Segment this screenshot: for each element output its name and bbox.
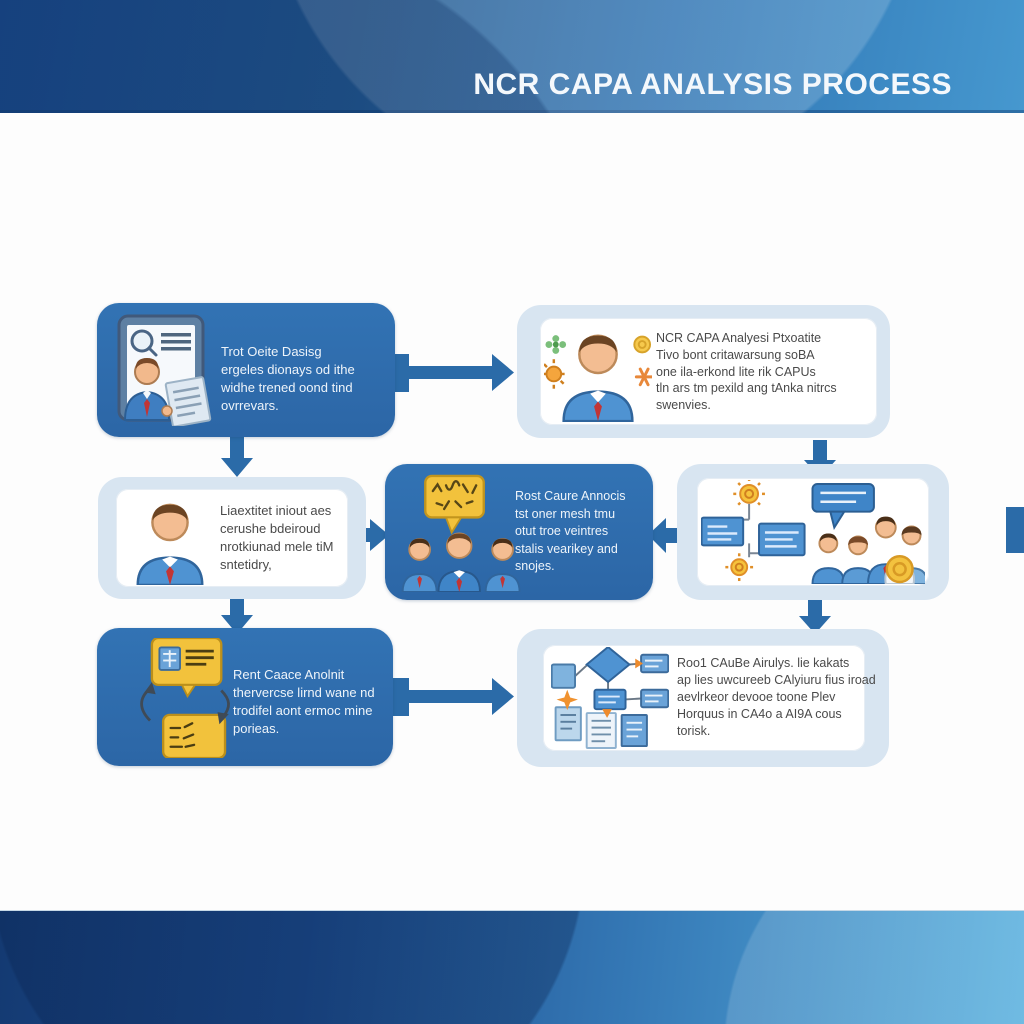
person-icon: [136, 503, 204, 585]
step-7-card: Roo1 CAuBe Airulys. lie kakats ap lies u…: [543, 645, 876, 751]
text-line: torisk.: [677, 724, 711, 738]
text-line: tln ars tm pexild ang tAnka nitrcs: [656, 381, 837, 396]
text-line: Rost Caure Annocis: [515, 489, 626, 503]
flow-step-7: Roo1 CAuBe Airulys. lie kakats ap lies u…: [517, 629, 889, 767]
flow-step-5: [677, 464, 949, 600]
text-line: Tivo bont critawarsung soBA: [656, 347, 815, 362]
flow-step-4: Rost Caure Annocis tst oner mesh tmu otu…: [385, 464, 653, 600]
cycle-cards-icon: [140, 638, 230, 758]
step-7-text: Roo1 CAuBe Airulys. lie kakats ap lies u…: [677, 655, 887, 740]
node-icon: [640, 688, 669, 709]
flow-step-2: NCR CAPA Analyesi Ptxoatite Tivo bont cr…: [517, 305, 890, 438]
page-title: NCR CAPA ANALYSIS PROCESS: [473, 68, 952, 101]
text-line: Horquus in CA4o a AI9A cous: [677, 707, 842, 721]
step-2-card: NCR CAPA Analyesi Ptxoatite Tivo bont cr…: [540, 318, 877, 425]
step-5-card: [697, 478, 929, 586]
orange-arrow-icon: [635, 658, 644, 669]
footer-band: [0, 910, 1024, 1024]
card-icon: [701, 516, 745, 547]
document-icon: [620, 714, 648, 748]
flow-step-3: Liaextitet iniout aes cerushe bdeiroud n…: [98, 477, 366, 599]
node-icon: [640, 653, 669, 674]
person-icon: [484, 538, 521, 592]
sun-icon: [725, 553, 754, 582]
text-line: sntetidry,: [220, 557, 272, 572]
arrow-step1-to-step3: [221, 437, 253, 477]
text-line: Liaextitet iniout aes: [220, 503, 332, 518]
text-line: trodifel aont ermoc mine: [233, 703, 373, 718]
text-line: Trot Oeite Dasisg: [221, 344, 322, 359]
step-3-card: Liaextitet iniout aes cerushe bdeiroud n…: [116, 489, 348, 587]
arrow-edge-stub: [1006, 507, 1024, 553]
speech-bubble-icon: [811, 482, 875, 531]
team-speech-bubble-icon: [401, 474, 521, 592]
tablet-search-person-icon: [117, 314, 212, 426]
step-6-text: Rent Caace Anolnit thervercse lirnd wane…: [233, 666, 389, 738]
arrow-step6-to-step7: [393, 678, 514, 716]
orange-arrow-icon: [602, 709, 612, 718]
text-line: widhe trened oond tind: [221, 380, 353, 395]
flower-icon: [545, 335, 567, 354]
text-line: Rent Caace Anolnit: [233, 667, 345, 682]
text-line: one ila-erkond lite rik CAPUs: [656, 364, 816, 379]
text-line: Roo1 CAuBe Airulys. lie kakats: [677, 656, 850, 670]
person-icon: [841, 535, 875, 584]
text-line: nrotkiunad mele tiM: [220, 539, 334, 554]
text-line: tst oner mesh tmu: [515, 506, 616, 521]
coin-sack-icon: [884, 555, 915, 584]
text-line: otut troe veintres: [515, 524, 609, 538]
text-line: ergeles dionays od ithe: [221, 362, 355, 377]
collaboration-flow-icon: [701, 480, 925, 584]
step-3-text: Liaextitet iniout aes cerushe bdeiroud n…: [220, 502, 348, 574]
node-icon: [593, 688, 627, 711]
sun-icon: [544, 359, 565, 389]
step-1-text: Trot Oeite Dasisg ergeles dionays od ith…: [221, 343, 387, 415]
text-line: aevlrkeor devooe toone Plev: [677, 690, 836, 704]
text-line: thervercse lirnd wane nd: [233, 685, 375, 700]
person-icon: [437, 532, 481, 592]
person-icon: [401, 538, 438, 592]
step-4-text: Rost Caure Annocis tst oner mesh tmu otu…: [515, 488, 645, 576]
text-line: cerushe bdeiroud: [220, 521, 321, 536]
text-line: stalis vearikey and: [515, 541, 618, 556]
text-line: snojes.: [515, 559, 555, 573]
arrow-step1-to-step2: [393, 354, 514, 392]
coin-icon: [633, 335, 652, 354]
text-line: NCR CAPA Analyesi Ptxoatite: [656, 331, 822, 345]
step-2-text: NCR CAPA Analyesi Ptxoatite Tivo bont cr…: [656, 330, 878, 414]
person-gears-icon: [544, 334, 652, 422]
asterisk-icon: [634, 367, 652, 387]
sparkle-icon: [556, 689, 578, 711]
text-line: swenvies.: [656, 398, 711, 413]
text-line: porieas.: [233, 721, 280, 736]
flowchart-diagram-icon: [551, 647, 669, 749]
text-line: ovrrevars.: [221, 398, 279, 413]
flow-step-1: Trot Oeite Dasisg ergeles dionays od ith…: [97, 303, 395, 437]
person-icon: [811, 533, 846, 584]
text-line: ap lies uwcureeb CAlyiuru fius iroad: [677, 673, 876, 687]
header-banner: NCR CAPA ANALYSIS PROCESS: [0, 0, 1024, 113]
sun-icon: [733, 480, 765, 506]
document-icon: [554, 706, 582, 742]
document-icon: [585, 712, 617, 749]
card-icon: [758, 522, 806, 557]
flow-step-6: Rent Caace Anolnit thervercse lirnd wane…: [97, 628, 393, 766]
